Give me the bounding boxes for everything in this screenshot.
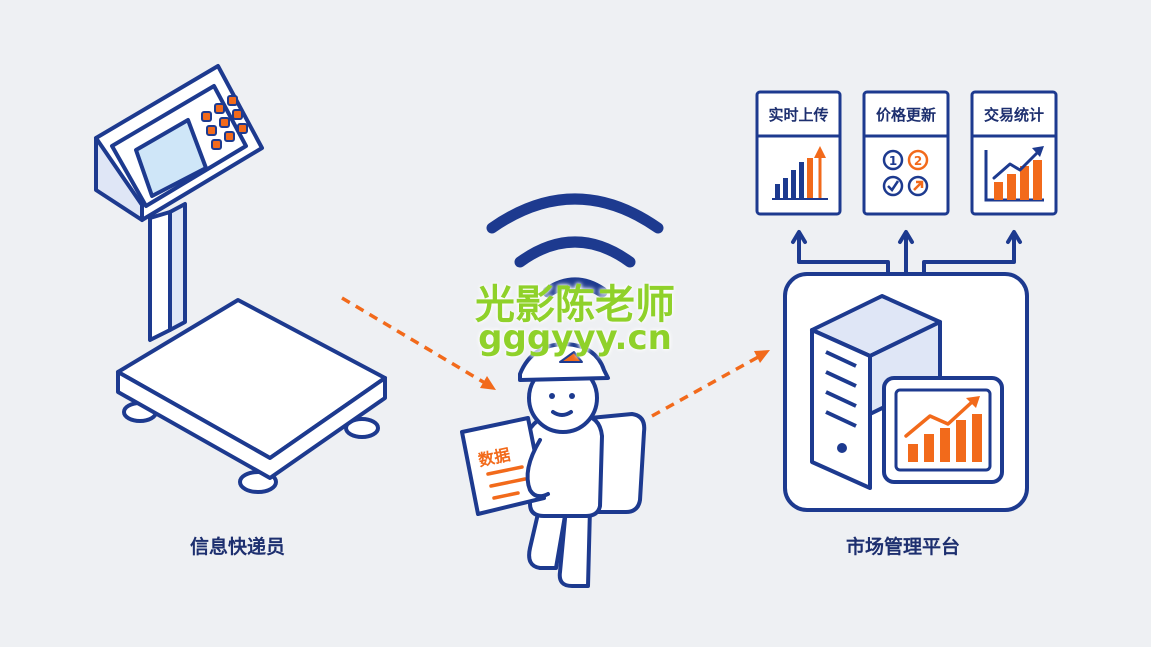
scale-icon bbox=[94, 64, 387, 494]
svg-text:2: 2 bbox=[914, 154, 922, 168]
bar-chart-up-arrow-icon bbox=[772, 146, 828, 200]
numbered-steps-icon: 1 2 bbox=[882, 149, 929, 197]
watermark-line1: 光影陈老师 bbox=[475, 282, 675, 328]
bar-chart-trend-icon bbox=[984, 146, 1044, 202]
courier-icon bbox=[460, 342, 647, 588]
platform-to-cards-connectors bbox=[791, 230, 1022, 276]
card-label-price-update: 价格更新 bbox=[875, 106, 936, 124]
flow-arrow-scale-to-courier bbox=[341, 296, 496, 390]
flow-arrow-courier-to-platform bbox=[651, 350, 770, 418]
courier-label: 信息快递员 bbox=[190, 536, 286, 558]
wifi-icon bbox=[486, 193, 664, 298]
platform-label: 市场管理平台 bbox=[846, 536, 961, 558]
svg-text:1: 1 bbox=[889, 154, 897, 168]
watermark-line2: gggyyy.cn bbox=[478, 318, 672, 358]
card-label-realtime-upload: 实时上传 bbox=[768, 106, 829, 124]
platform-icon bbox=[783, 272, 1029, 512]
card-label-trade-stats: 交易统计 bbox=[983, 106, 1044, 124]
